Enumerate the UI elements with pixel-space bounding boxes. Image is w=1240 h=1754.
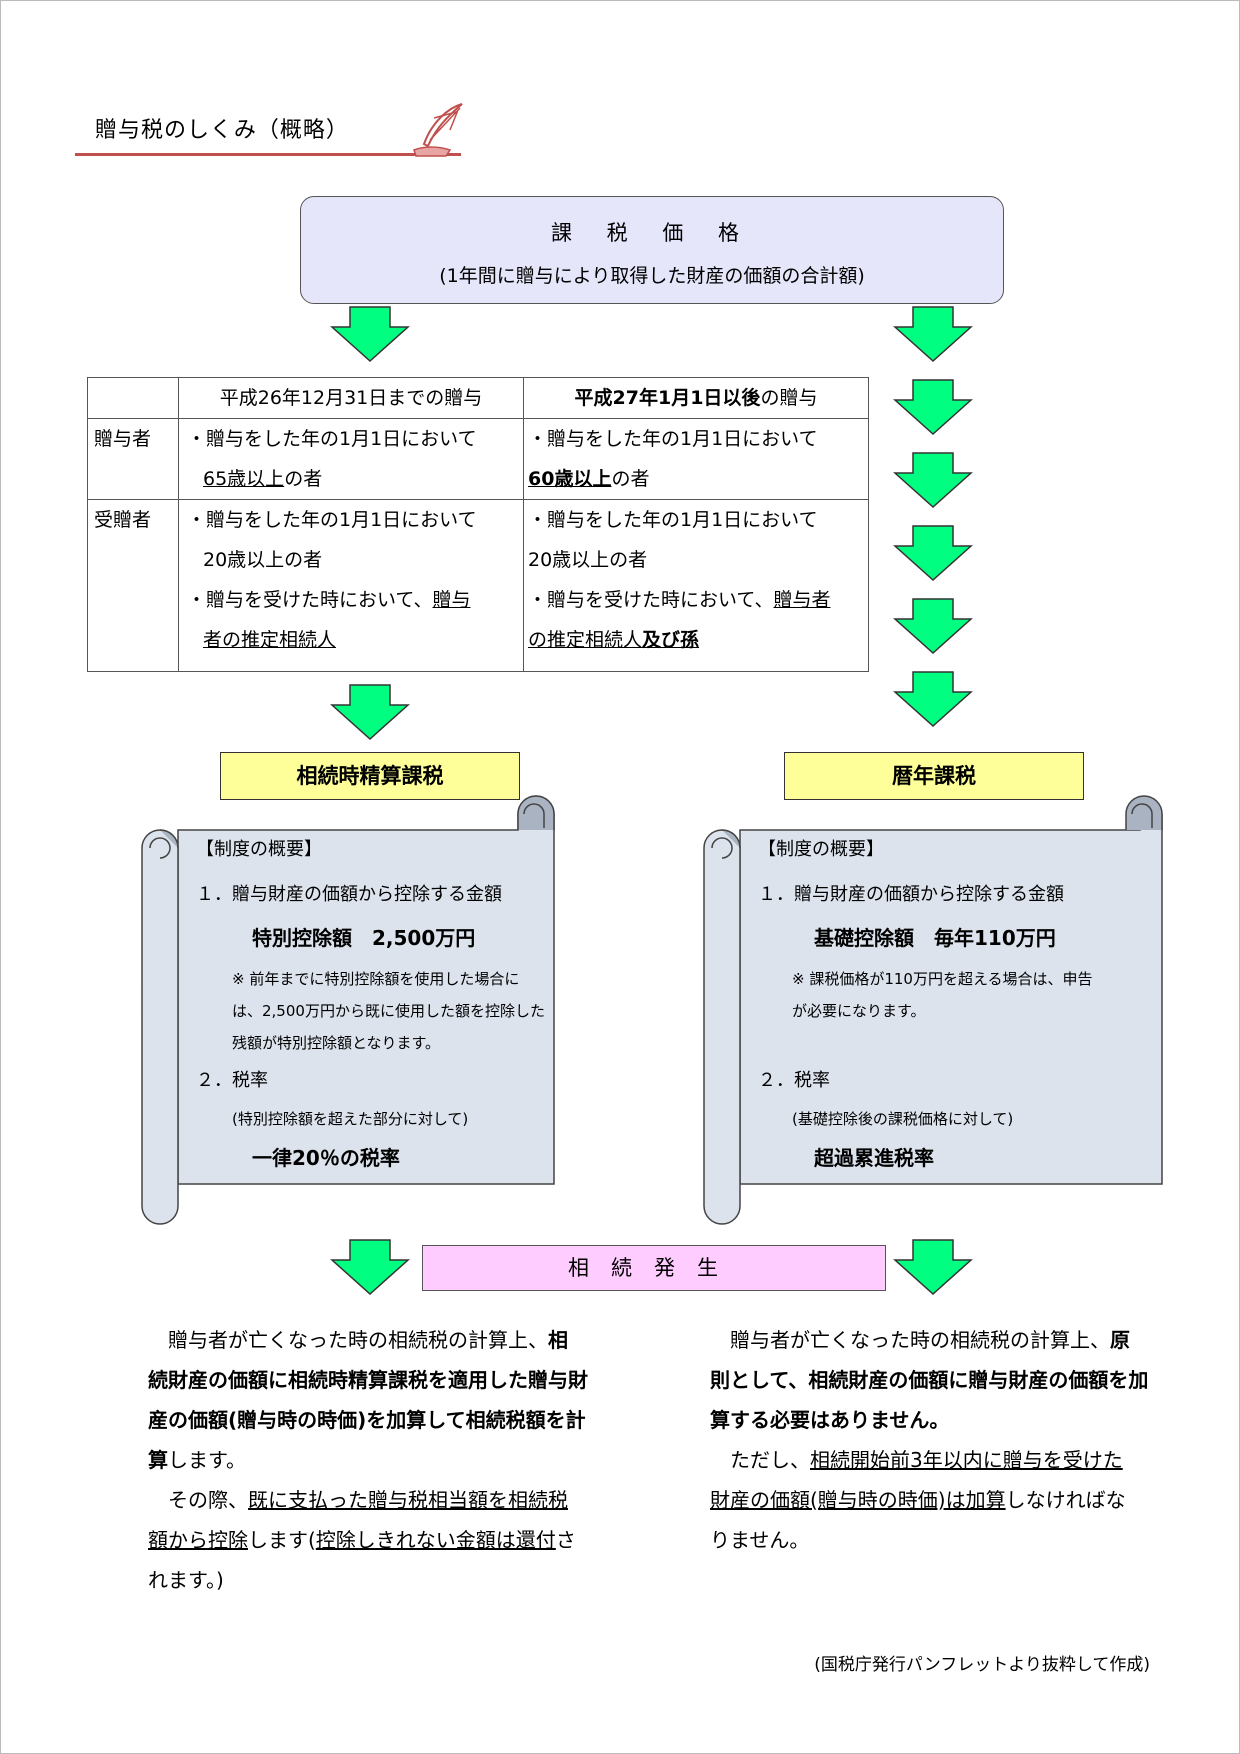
down-arrow-icon	[893, 671, 973, 728]
right-scroll-item1-value: 基礎控除額 毎年110万円	[814, 926, 1056, 950]
left-para-l6a: 額から控除	[148, 1528, 248, 1552]
table-row: 受贈者 ・贈与をした年の1月1日において 20歳以上の者 ・贈与を受けた時におい…	[87, 499, 869, 672]
recip-new-line4a: の推定相続人	[528, 629, 643, 651]
row-label-donor-text: 贈与者	[94, 428, 152, 450]
left-scroll-shape	[141, 795, 555, 1225]
donor-new-tail: の者	[611, 468, 650, 490]
recip-old-line2: 20歳以上の者	[203, 549, 323, 571]
left-scroll-item1: １．贈与財産の価額から控除する金額	[196, 884, 502, 905]
table-corner-cell	[87, 377, 179, 419]
taxable-price-title: 課 税 価 格	[550, 221, 754, 245]
recip-old-line3b: 贈与	[432, 589, 471, 611]
source-footnote: (国税庁発行パンフレットより抜粋して作成)	[814, 1655, 1150, 1675]
down-arrow-icon	[893, 379, 973, 436]
row-label-recipient: 受贈者	[87, 499, 179, 672]
right-para-l2: 則として、相続財産の価額に贈与財産の価額を加	[710, 1368, 1149, 1392]
right-para-l5a: 財産の価額(贈与時の時価)は加算	[710, 1488, 1006, 1512]
label-settlement-taxation: 相続時精算課税	[220, 752, 520, 800]
left-scroll-note3: 残額が特別控除額となります。	[232, 1034, 441, 1052]
recip-new-line1: ・贈与をした年の1月1日において	[528, 509, 818, 531]
right-para-l6: りません。	[710, 1528, 810, 1552]
left-scroll-note2: は、2,500万円から既に使用した額を控除した	[232, 1002, 545, 1020]
recip-new-line3a: ・贈与を受けた時において、	[528, 589, 774, 611]
right-para-l3: 算する必要はありません。	[710, 1408, 950, 1432]
down-arrow-icon	[330, 684, 410, 741]
quill-pen-icon	[413, 103, 463, 157]
inheritance-occurs-box: 相続発生	[422, 1245, 886, 1291]
donor-old-tail: の者	[284, 468, 323, 490]
right-scroll-note1: ※ 課税価格が110万円を超える場合は、申告	[792, 970, 1093, 988]
col-header-new: 平成27年1月1日以後の贈与	[523, 377, 869, 419]
right-para-l4a: ただし、	[710, 1448, 810, 1472]
right-scroll-item2-value: 超過累進税率	[814, 1146, 934, 1170]
col-header-new-rest: の贈与	[760, 387, 818, 409]
table-header-row: 平成26年12月31日までの贈与 平成27年1月1日以後の贈与	[87, 377, 869, 419]
right-scroll-shape	[703, 795, 1163, 1225]
down-arrow-icon	[893, 525, 973, 582]
down-arrow-icon	[893, 1239, 973, 1296]
recip-new-line3b: 贈与者	[773, 589, 831, 611]
down-arrow-icon	[330, 1239, 410, 1296]
comparison-table: 平成26年12月31日までの贈与 平成27年1月1日以後の贈与 贈与者 ・贈与を…	[87, 377, 869, 672]
row-label-recipient-text: 受贈者	[94, 509, 152, 531]
page-title: 贈与税のしくみ（概略）	[95, 118, 349, 143]
left-para-l5b: 既に支払った贈与税相当額を相続税	[248, 1488, 568, 1512]
left-scroll-item2: ２．税率	[196, 1070, 268, 1091]
right-para-l4b: 相続開始前3年以内に贈与を受けた	[810, 1448, 1123, 1472]
left-scroll-item1-value: 特別控除額 2,500万円	[252, 926, 476, 950]
left-scroll-note1: ※ 前年までに特別控除額を使用した場合に	[232, 970, 520, 988]
left-para-l4b: します。	[168, 1448, 246, 1472]
left-paragraph: 贈与者が亡くなった時の相続税の計算上、相 続財産の価額に相続時精算課税を適用した…	[148, 1320, 608, 1600]
recipient-new-cell: ・贈与をした年の1月1日において 20歳以上の者 ・贈与を受けた時において、贈与…	[523, 499, 869, 672]
right-scroll-item2-sub: (基礎控除後の課税価格に対して)	[792, 1110, 1014, 1128]
right-para-l1a: 贈与者が亡くなった時の相続税の計算上、	[710, 1328, 1110, 1352]
right-para-l5b: しなければな	[1005, 1488, 1126, 1512]
left-para-l7: れます。)	[148, 1568, 224, 1592]
taxable-price-box: 課 税 価 格 (1年間に贈与により取得した財産の価額の合計額)	[300, 196, 1004, 304]
down-arrow-icon	[893, 306, 973, 363]
label-calendar-year-taxation: 暦年課税	[784, 752, 1084, 800]
col-header-new-bold: 平成27年1月1日以後	[574, 387, 761, 409]
right-paragraph: 贈与者が亡くなった時の相続税の計算上、原 則として、相続財産の価額に贈与財産の価…	[710, 1320, 1170, 1560]
row-label-donor: 贈与者	[87, 418, 179, 500]
left-para-l6d: さ	[555, 1528, 576, 1552]
recipient-old-cell: ・贈与をした年の1月1日において 20歳以上の者 ・贈与を受けた時において、贈与…	[178, 499, 524, 672]
recip-new-line2: 20歳以上の者	[528, 549, 648, 571]
right-scroll-note2: が必要になります。	[792, 1002, 926, 1020]
recip-old-line4: 者の推定相続人	[203, 629, 337, 651]
recip-new-line4b: 及び孫	[642, 629, 700, 651]
right-scroll-item2: ２．税率	[758, 1070, 830, 1091]
left-para-l6c: 控除しきれない金額は還付	[315, 1528, 556, 1552]
left-scroll-heading: 【制度の概要】	[196, 839, 322, 860]
left-para-l2: 続財産の価額に相続時精算課税を適用した贈与財	[148, 1368, 588, 1392]
left-scroll-item2-sub: (特別控除額を超えた部分に対して)	[232, 1110, 469, 1128]
right-scroll-heading: 【制度の概要】	[758, 839, 884, 860]
down-arrow-icon	[330, 306, 410, 363]
col-header-old-text: 平成26年12月31日までの贈与	[219, 387, 483, 409]
left-para-l3: 産の価額(贈与時の時価)を加算して相続税額を計	[148, 1408, 586, 1432]
right-para-l1b: 原	[1110, 1328, 1130, 1352]
donor-old-line1: ・贈与をした年の1月1日において	[187, 428, 477, 450]
donor-old-cell: ・贈与をした年の1月1日において 65歳以上の者	[178, 418, 524, 500]
recip-old-line1: ・贈与をした年の1月1日において	[187, 509, 477, 531]
donor-new-age: 60歳以上	[528, 468, 612, 490]
down-arrow-icon	[893, 452, 973, 509]
donor-old-age: 65歳以上	[203, 468, 285, 490]
recip-old-line3a: ・贈与を受けた時において、	[187, 589, 433, 611]
right-scroll-item1: １．贈与財産の価額から控除する金額	[758, 884, 1064, 905]
table-row: 贈与者 ・贈与をした年の1月1日において 65歳以上の者 ・贈与をした年の1月1…	[87, 418, 869, 500]
left-para-l1a: 贈与者が亡くなった時の相続税の計算上、	[148, 1328, 548, 1352]
col-header-old: 平成26年12月31日までの贈与	[178, 377, 524, 419]
left-para-l5a: その際、	[148, 1488, 248, 1512]
left-para-l1b: 相	[548, 1328, 568, 1352]
left-para-l4a: 算	[148, 1448, 168, 1472]
donor-new-cell: ・贈与をした年の1月1日において 60歳以上の者	[523, 418, 869, 500]
left-para-l6b: します(	[248, 1528, 316, 1552]
donor-new-line1: ・贈与をした年の1月1日において	[528, 428, 818, 450]
down-arrow-icon	[893, 598, 973, 655]
taxable-price-desc: (1年間に贈与により取得した財産の価額の合計額)	[439, 265, 865, 287]
title-underline	[75, 153, 461, 156]
left-scroll-item2-value: 一律20％の税率	[252, 1146, 400, 1170]
